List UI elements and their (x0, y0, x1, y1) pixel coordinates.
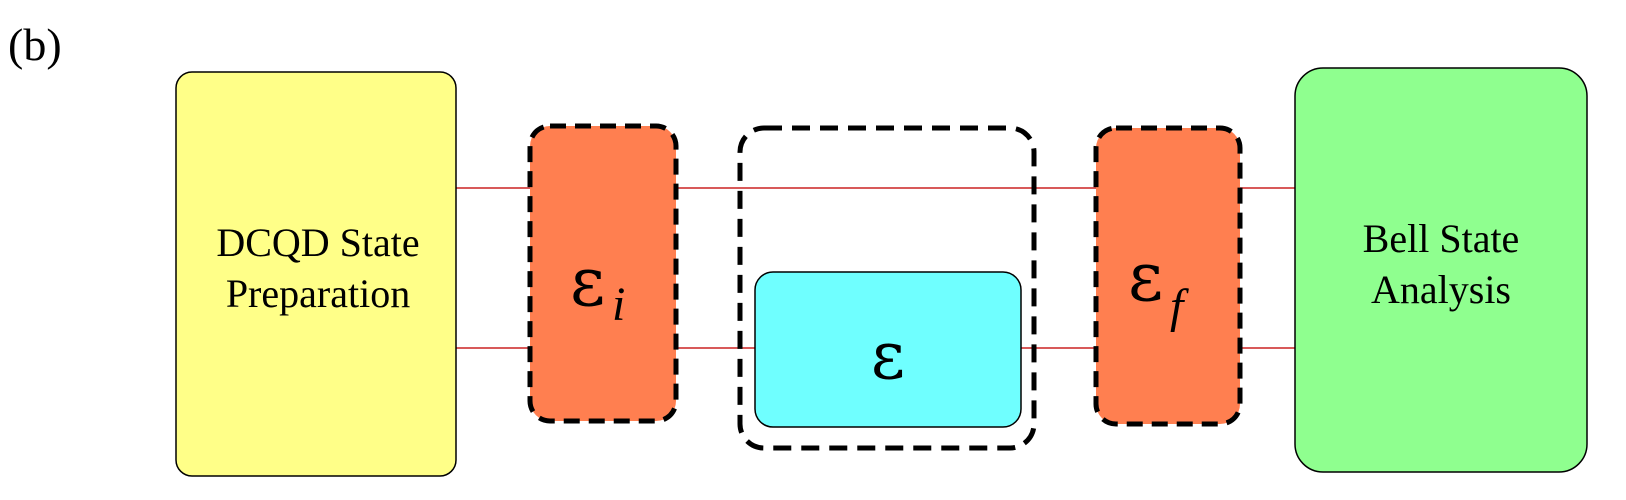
final-error-block: ε f (1093, 125, 1243, 427)
channel-block: ε (737, 125, 1037, 451)
state-preparation-box (175, 71, 457, 477)
state-preparation-line2: Preparation (226, 271, 410, 316)
bell-state-analysis-box (1294, 67, 1588, 473)
bell-state-analysis-block: Bell State Analysis (1294, 67, 1588, 473)
bell-state-analysis-line1: Bell State (1363, 216, 1520, 261)
bell-state-analysis-line2: Analysis (1371, 267, 1511, 312)
initial-error-box (527, 123, 679, 424)
panel-label: (b) (8, 19, 62, 70)
final-error-box (1093, 125, 1243, 427)
initial-error-subscript: i (612, 278, 625, 331)
initial-error-block: ε i (527, 123, 679, 424)
channel-box (754, 271, 1022, 428)
channel-symbol: ε (871, 317, 905, 394)
final-error-symbol: ε (1128, 238, 1163, 317)
initial-error-symbol: ε (570, 243, 605, 322)
channel-outer-dashed-box (737, 125, 1037, 451)
state-preparation-block: DCQD State Preparation (175, 71, 457, 477)
state-preparation-line1: DCQD State (216, 220, 419, 265)
